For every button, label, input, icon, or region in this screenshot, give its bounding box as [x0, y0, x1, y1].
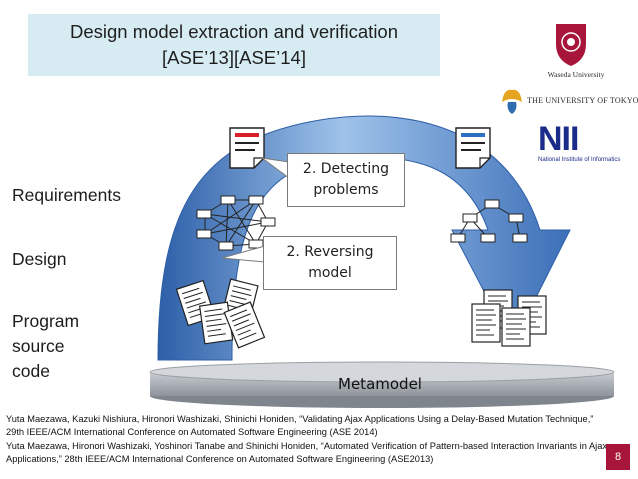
code-sheets-icon	[175, 278, 266, 349]
callout-reverse-line-1: 2. Reversing	[286, 244, 374, 260]
program-label-line-3: code	[12, 361, 50, 381]
title-box: Design model extraction and verification…	[28, 14, 440, 76]
reference-item: Yuta Maezawa, Hironori Washizaki, Yoshin…	[6, 440, 608, 465]
detecting-problems-callout: 2. Detecting problems	[287, 153, 405, 207]
references: Yuta Maezawa, Kazuki Nishiura, Hironori …	[6, 413, 614, 467]
code-sheets-icon	[471, 289, 547, 347]
waseda-seal-icon	[556, 24, 586, 66]
process-arrow	[157, 115, 571, 361]
document-icon	[229, 127, 265, 169]
reversing-model-callout: 2. Reversing model	[263, 236, 397, 290]
nii-logo: NII	[538, 120, 579, 158]
callout-detect-line-1: 2. Detecting	[302, 161, 390, 177]
tokyo-ginkgo-icon	[502, 89, 522, 114]
program-source-code-label: Program source code	[12, 309, 122, 384]
title-line-1: Design model extraction and verification	[69, 21, 399, 42]
university-of-tokyo-logo-text: THE UNIVERSITY OF TOKYO	[527, 96, 638, 105]
callout-detect-line-2: problems	[313, 182, 379, 198]
document-icon	[455, 127, 491, 169]
page-number-badge: 8	[606, 444, 630, 470]
design-label: Design	[12, 249, 67, 269]
program-label-line-1: Program	[12, 311, 80, 331]
metamodel-platform	[149, 361, 615, 408]
title-line-2: [ASE’13][ASE’14]	[162, 47, 306, 68]
reference-item: Yuta Maezawa, Kazuki Nishiura, Hironori …	[6, 414, 594, 438]
waseda-university-logo-text: Waseda University	[547, 70, 605, 79]
metamodel-label: Metamodel	[338, 375, 422, 393]
network-graph-icon	[196, 195, 276, 251]
requirements-label: Requirements	[12, 185, 121, 205]
tree-graph-icon	[450, 199, 528, 243]
program-label-line-2: source	[12, 336, 65, 356]
callout-reverse-line-2: model	[308, 265, 352, 281]
nii-logo-subtitle: National Institute of Informatics	[538, 157, 621, 163]
